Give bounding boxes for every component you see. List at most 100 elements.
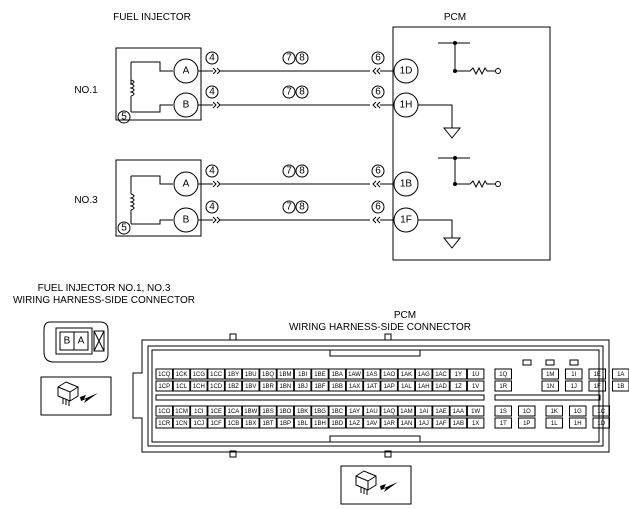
pin-cell [494,417,512,429]
pin-label: 1P [523,421,530,427]
pin-cell [494,380,512,392]
pin-label: 1BA [332,372,343,378]
pin-cell [415,380,433,392]
pin-cell [380,368,398,380]
injector-connector-title-1: FUEL INJECTOR NO.1, NO.3 [38,283,171,294]
pin-label: 1BF [314,384,325,390]
pin-cell [397,405,416,417]
ref-number: 6 [375,87,381,98]
fuel-injector-title: FUEL INJECTOR [113,12,191,23]
pin-cell [293,380,312,392]
pin-label: 1AW [348,372,361,378]
pin-cell [207,368,225,380]
pin-label: 1BW [244,409,257,415]
pin-label: 1BS [262,409,273,415]
pin-label: 1E [594,372,601,378]
pin-label: 1CH [193,384,205,390]
pin-label: 1AV [366,421,377,427]
pin-cell [224,368,243,380]
pin-cell [276,368,295,380]
pin-label: 1AQ [383,409,395,415]
pin-cell [380,380,398,392]
ref-number: 8 [299,53,305,64]
pin-cell [276,380,295,392]
pin-cell [242,368,260,380]
pin-cell [155,405,173,417]
pin-label: 1BU [245,372,257,378]
ref-number: 8 [299,166,305,177]
pin-label: 1AB [453,421,464,427]
pin-cell [541,368,559,380]
pin-label: 1CL [176,384,188,390]
svg-text:B: B [183,215,190,226]
pin-cell [328,380,346,392]
pin-cell [415,405,433,417]
pin-cell [345,380,364,392]
ground-icon [442,237,462,249]
pin-label: 1F [594,384,601,390]
injector-body [115,47,202,121]
pin-label: 1AC [435,372,447,378]
pin-cell [449,405,468,417]
svg-text:5: 5 [121,223,127,234]
pin-cell [432,417,450,429]
connector-mark-icon [372,101,381,109]
ref-circle [295,200,309,214]
connector-mark-icon [212,101,221,109]
pin-cell [311,380,329,392]
pin-label: 1L [551,421,558,427]
pin-label: 1AS [366,372,377,378]
pin-label: 1BQ [262,372,274,378]
ref-circle [371,200,385,214]
resistor-icon [455,66,495,76]
ref-circle [205,200,219,214]
pin-label: 1BM [279,372,291,378]
pin-label: 1BK [297,409,308,415]
pcm-internal-1d [438,41,501,76]
pin-cell [432,380,450,392]
pin-cell [449,417,468,429]
pin-cell [592,405,610,417]
injector-body [115,159,202,237]
ref-circle [295,51,309,65]
ref-circle [282,200,296,214]
pin-cell [172,380,191,392]
ref-circle [282,85,296,99]
ref-circle [282,51,296,65]
pin-label: 1K [551,409,558,415]
ref-number: 6 [375,166,381,177]
pin-cell [276,417,295,429]
svg-text:A: A [183,66,190,77]
ref-number: 4 [209,202,215,213]
ref-circle [205,85,219,99]
connector-ref [117,110,131,124]
injector-label: NO.1 [74,85,98,96]
pin-label: 1AH [418,384,430,390]
pin-cell [224,380,243,392]
pin-cell [172,405,191,417]
pin-label: 1CM [175,409,188,415]
pin-cell [397,380,416,392]
pin-label: 1AK [401,372,412,378]
pin-label: 1AJ [419,421,429,427]
injector-connector: B A [43,321,109,363]
pin-cell [259,405,277,417]
pin-cell [328,417,346,429]
ref-number: 7 [286,166,292,177]
ref-number: 4 [209,166,215,177]
pin-label: 1BP [280,421,291,427]
pin-cell [155,368,173,380]
pin-label: 1C [597,409,605,415]
pin-label: 1CG [193,372,206,378]
pin-label: 1AZ [349,421,360,427]
pin-label: 1CA [228,409,240,415]
pin-cell [224,417,243,429]
pin-label: 1AG [418,372,430,378]
pin-label: 1BB [332,384,343,390]
connector-mark-icon [372,216,381,224]
pin-label: 1N [546,384,554,390]
ref-circle [205,164,219,178]
